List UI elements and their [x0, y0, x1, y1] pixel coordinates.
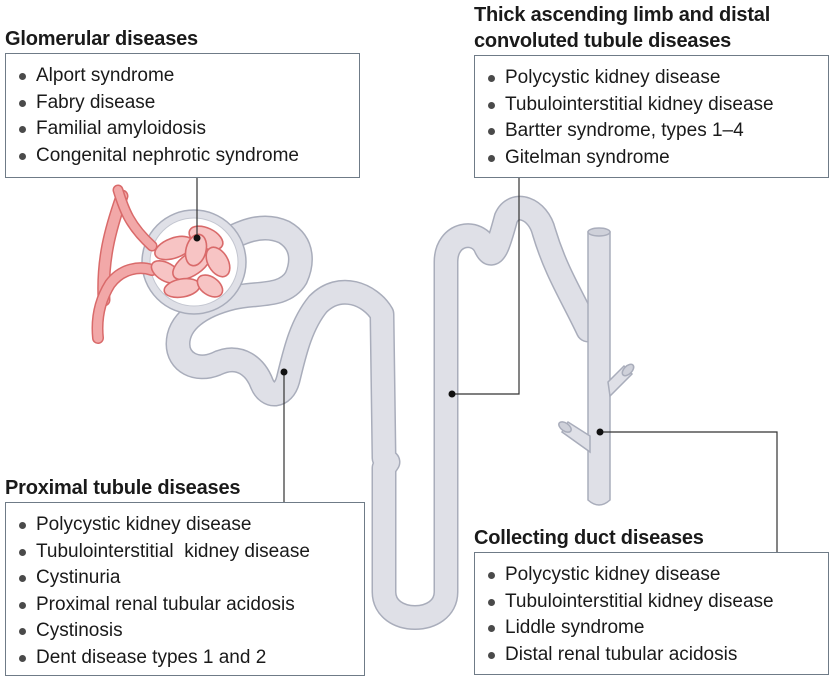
list-item: Cystinuria	[18, 565, 364, 592]
list-item: Fabry disease	[18, 90, 359, 117]
list-item: Bartter syndrome, types 1–4	[487, 118, 828, 145]
list-item: Cystinosis	[18, 618, 364, 645]
dot-proximal	[280, 368, 288, 376]
proximal-title: Proximal tubule diseases	[5, 477, 241, 499]
dot-glomerular	[193, 234, 201, 242]
list-item: Gitelman syndrome	[487, 145, 828, 172]
glomerulus-capillaries	[150, 225, 231, 299]
thick-ascending-list: Polycystic kidney disease Tubulointersti…	[487, 65, 828, 171]
leader-lines	[196, 178, 778, 552]
leader-line-thick-ascending	[452, 178, 520, 395]
blood-vessels	[91, 184, 158, 344]
collecting-duct	[558, 227, 635, 506]
leader-line-collecting	[600, 431, 778, 552]
thick-ascending-title-line2: convoluted tubule diseases	[474, 30, 732, 52]
glomerular-list: Alport syndrome Fabry disease Familial a…	[18, 63, 359, 169]
thick-ascending-title-line1: Thick ascending limb and distal	[474, 4, 771, 26]
list-item: Dent disease types 1 and 2	[18, 645, 364, 672]
glomerular-box: Alport syndrome Fabry disease Familial a…	[5, 53, 360, 178]
list-item: Tubulointerstitial kidney disease	[18, 539, 364, 566]
list-item: Tubulointerstitial kidney disease	[487, 92, 828, 119]
list-item: Proximal renal tubular acidosis	[18, 592, 364, 619]
list-item: Distal renal tubular acidosis	[487, 642, 828, 669]
list-item: Familial amyloidosis	[18, 116, 359, 143]
nephron-tubule	[165, 195, 601, 630]
proximal-box: Polycystic kidney disease Tubulointersti…	[5, 502, 365, 676]
list-item: Polycystic kidney disease	[487, 562, 828, 589]
collecting-title: Collecting duct diseases	[474, 527, 704, 549]
list-item: Congenital nephrotic syndrome	[18, 143, 359, 170]
collecting-list: Polycystic kidney disease Tubulointersti…	[487, 562, 828, 668]
list-item: Polycystic kidney disease	[18, 512, 364, 539]
leader-dots	[193, 234, 604, 436]
list-item: Tubulointerstitial kidney disease	[487, 589, 828, 616]
list-item: Alport syndrome	[18, 63, 359, 90]
glomerular-title: Glomerular diseases	[5, 28, 198, 50]
list-item: Liddle syndrome	[487, 615, 828, 642]
dot-thick-ascending	[448, 390, 456, 398]
dot-collecting	[596, 428, 604, 436]
collecting-box: Polycystic kidney disease Tubulointersti…	[474, 552, 829, 675]
list-item: Polycystic kidney disease	[487, 65, 828, 92]
proximal-list: Polycystic kidney disease Tubulointersti…	[18, 512, 364, 671]
thick-ascending-box: Polycystic kidney disease Tubulointersti…	[474, 55, 829, 178]
